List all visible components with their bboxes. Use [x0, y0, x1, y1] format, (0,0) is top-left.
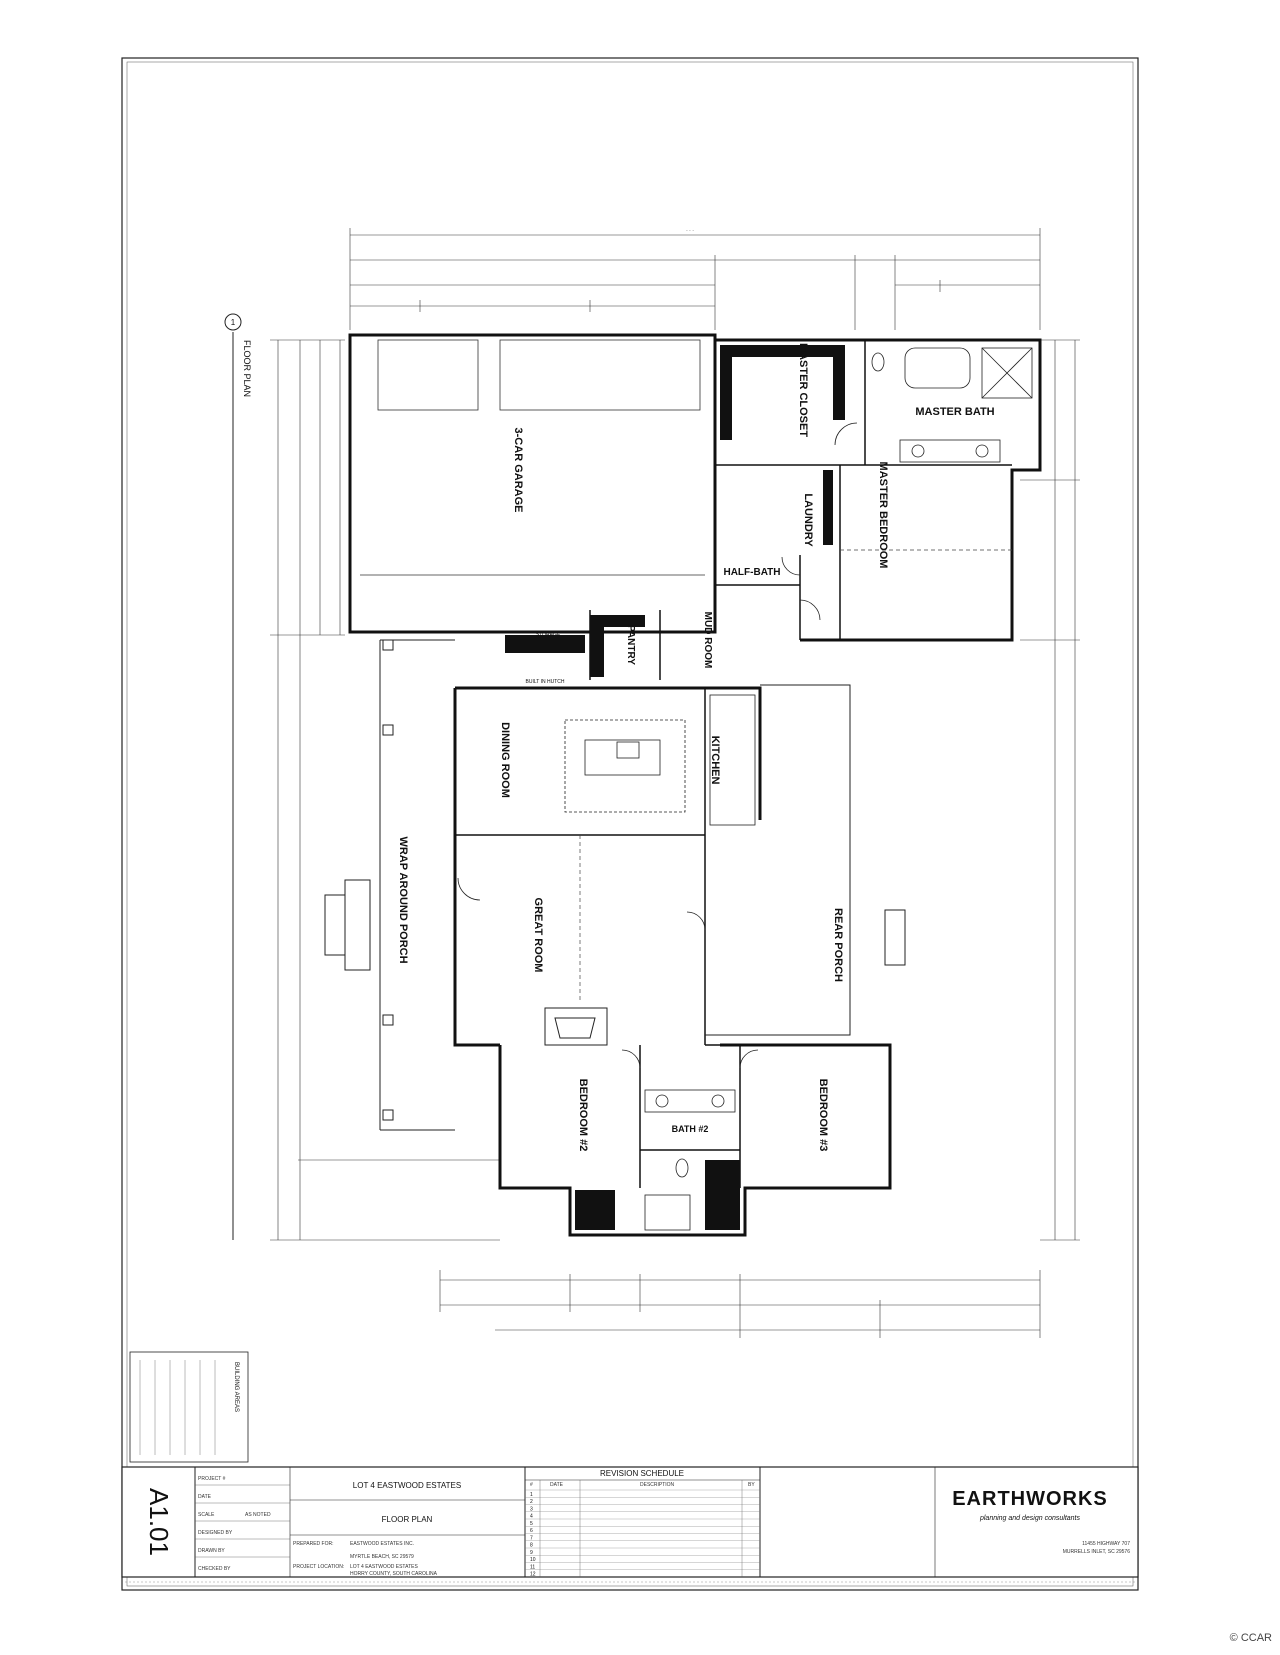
revision-col-description: DESCRIPTION [640, 1482, 675, 1488]
sheet-number: A1.01 [144, 1488, 174, 1556]
revision-row-number: 7 [530, 1535, 533, 1541]
info-label-date: DATE [198, 1494, 212, 1500]
revision-row-number: 5 [530, 1521, 533, 1527]
firm-name: EARTHWORKS [952, 1488, 1108, 1510]
building-areas-box: BUILDING AREAS [129, 1351, 249, 1463]
rear-porch-outline [705, 684, 906, 1036]
revision-schedule-header: REVISION SCHEDULE [600, 1469, 684, 1478]
revision-row-number: 2 [530, 1499, 533, 1505]
room-label-master-closet: MASTER CLOSET [797, 343, 809, 437]
revision-row-number: 6 [530, 1528, 533, 1534]
room-label-rear-porch: REAR PORCH [832, 908, 844, 982]
room-label-laundry: LAUNDRY [802, 493, 814, 547]
kitchen-island [564, 694, 756, 826]
garage-doors [360, 339, 705, 576]
info-label-checked-by: CHECKED BY [198, 1566, 231, 1572]
info-label-drawn-by: DRAWN BY [198, 1548, 225, 1554]
built-in-closets [505, 345, 845, 1230]
project-location-line-2: HORRY COUNTY, SOUTH CAROLINA [350, 1571, 438, 1577]
room-label-built-in-hutch: BUILT IN HUTCH [526, 679, 565, 685]
prepared-for-label: PREPARED FOR: [293, 1541, 333, 1547]
firm-address-line-1: 11455 HIGHWAY 707 [1082, 1541, 1130, 1547]
building-walls [348, 333, 1042, 1237]
room-label-half-bath: HALF-BATH [723, 567, 780, 578]
info-label-scale: SCALE [198, 1512, 215, 1518]
right-dimension-lines [1020, 339, 1080, 1241]
revision-row-number: 10 [530, 1557, 536, 1563]
plan-label: 1 FLOOR PLAN [224, 313, 252, 1240]
room-label-wrap-around-porch: WRAP AROUND PORCH [397, 836, 409, 963]
room-label-master-bath: MASTER BATH [915, 406, 994, 418]
room-label-bath-2: BATH #2 [672, 1124, 709, 1134]
top-dimension-lines [349, 228, 1041, 330]
svg-text:· · ·: · · · [686, 228, 694, 234]
revision-row-number: 3 [530, 1506, 533, 1512]
revision-col-number: # [530, 1482, 533, 1488]
info-label-project: PROJECT # [198, 1476, 226, 1482]
room-label-dining-room: DINING ROOM [499, 722, 511, 798]
revision-row-number: 4 [530, 1514, 533, 1520]
revision-row-number: 11 [530, 1564, 535, 1570]
room-labels: 3-CAR GARAGE MASTER CLOSET MASTER BATH M… [397, 343, 995, 1151]
room-label-bedroom-3: BEDROOM #3 [817, 1079, 829, 1152]
revision-row-number: 9 [530, 1550, 533, 1556]
revision-col-by: BY [748, 1482, 755, 1488]
info-value-scale: AS NOTED [245, 1512, 271, 1518]
top-dimension-text: · · · [686, 228, 694, 234]
room-label-great-room: GREAT ROOM [532, 898, 544, 973]
revision-row-number: 8 [530, 1543, 533, 1549]
revision-grid [539, 1480, 743, 1577]
door-swings [457, 422, 858, 1069]
room-label-garage: 3-CAR GARAGE [512, 428, 524, 513]
watermark: © CCAR [1229, 1632, 1272, 1644]
room-label-bedroom-2: BEDROOM #2 [577, 1079, 589, 1152]
drawing-title: FLOOR PLAN [382, 1515, 433, 1524]
bath-2-fixtures [644, 1089, 736, 1231]
title-block: A1.01 PROJECT # DATE SCALE AS NOTED DESI… [121, 1466, 1139, 1578]
wrap-around-porch-outline [324, 639, 455, 1131]
bottom-dimension-lines [439, 1270, 1041, 1338]
project-name: LOT 4 EASTWOOD ESTATES [353, 1481, 461, 1490]
prepared-for-line-3: MYRTLE BEACH, SC 29579 [350, 1554, 414, 1560]
sheet-inner-border [126, 61, 1134, 1587]
revision-row-number: 1 [530, 1492, 533, 1498]
revision-row-number: 12 [530, 1572, 536, 1578]
room-label-storage: STORAGE [536, 632, 561, 638]
plan-title-vertical: FLOOR PLAN [242, 340, 252, 397]
left-dimension-lines [270, 339, 500, 1241]
firm-address-line-2: MURRELLS INLET, SC 29576 [1063, 1549, 1130, 1555]
project-location-line-1: LOT 4 EASTWOOD ESTATES [350, 1564, 418, 1570]
room-label-mud-room: MUD ROOM [702, 612, 713, 669]
revision-col-date: DATE [550, 1482, 564, 1488]
firm-tagline: planning and design consultants [979, 1515, 1081, 1522]
building-areas-title: BUILDING AREAS [233, 1362, 239, 1412]
interior-walls [455, 340, 1012, 1188]
plan-number: 1 [231, 318, 236, 327]
prepared-for-line-1: EASTWOOD ESTATES INC. [350, 1541, 414, 1547]
room-label-kitchen: KITCHEN [709, 736, 721, 785]
info-label-designed-by: DESIGNED BY [198, 1530, 233, 1536]
sheet-border [121, 57, 1139, 1591]
master-bath-fixtures [871, 347, 1033, 463]
room-dividers [579, 549, 1012, 1000]
room-label-master-bedroom: MASTER BEDROOM [877, 462, 889, 569]
fireplace [544, 1007, 608, 1046]
room-label-pantry: PANTRY [625, 625, 636, 665]
project-location-label: PROJECT LOCATION: [293, 1564, 344, 1570]
